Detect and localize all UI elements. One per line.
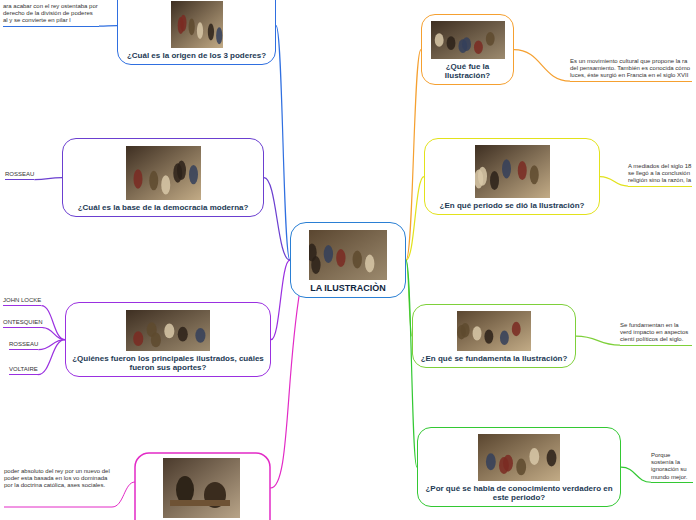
note-text: A mediados del siglo 18 se llegó a la co…	[628, 163, 692, 187]
branch-line	[514, 50, 570, 81]
branch-line	[271, 260, 290, 340]
branch-line	[576, 336, 620, 345]
question-box: ¿Cuál es la origen de los 3 poderes?	[117, 0, 276, 65]
painting	[171, 1, 223, 48]
note-text: Es un movimiento cultural que propone la…	[570, 58, 692, 80]
note-text: A mediados del siglo 18 se llegó a la co…	[628, 163, 692, 185]
painting-figure	[176, 476, 194, 504]
note-text: ONTESQUIEN	[3, 319, 43, 328]
painting	[126, 146, 201, 200]
note-text: Porque sostenía la ignoración su mundo m…	[651, 452, 693, 483]
painting	[309, 230, 387, 280]
note-text: ROSSEAU	[9, 341, 38, 348]
topic-text: ¿En qué se fundamenta la Ilustración?	[418, 354, 570, 363]
question-box: ¿Por qué se habla de conocimiento verdad…	[417, 427, 621, 507]
branch-line	[38, 340, 65, 375]
note-text: Se fundamentan en la verd impacto en asp…	[620, 322, 692, 344]
central-topic: LA ILUSTRACIÒN	[290, 222, 406, 298]
painting-table	[170, 500, 230, 506]
note-text: ROSSEAU	[5, 171, 34, 178]
topic-text: ¿Por qué se habla de conocimiento verdad…	[423, 484, 615, 502]
note-text: VOLTAIRE	[9, 366, 38, 373]
painting	[457, 311, 531, 351]
painting	[126, 310, 210, 351]
question-box: ¿Qué fue la Ilustración?	[421, 14, 514, 85]
topic-text: ¿Cuál es la origen de los 3 poderes?	[123, 51, 270, 60]
painting	[163, 458, 240, 518]
note-text: ara acabar con el rey ostentaba por dere…	[3, 3, 99, 25]
branch-line	[621, 467, 651, 482]
note-text: Porque sostenía la ignoración su mundo m…	[651, 452, 693, 481]
topic-text: LA ILUSTRACIÒN	[296, 283, 400, 293]
question-box: ¿En qué periodo se dió la Ilustración?	[424, 138, 600, 215]
painting	[475, 145, 550, 198]
note-text: JOHN LOCKE	[3, 297, 41, 306]
question-box: ¿Quiénes fueron los principales ilustrad…	[65, 302, 271, 377]
note-text: Es un movimiento cultural que propone la…	[570, 58, 692, 82]
note-text: ROSSEAU	[5, 171, 34, 180]
question-box	[135, 453, 270, 520]
branch-line	[41, 306, 65, 340]
topic-text: ¿En qué periodo se dió la Ilustración?	[430, 201, 594, 210]
note-text: Se fundamentan en la verd impacto en asp…	[620, 322, 692, 346]
topic-text: ¿Quiénes fueron los principales ilustrad…	[71, 354, 265, 372]
branch-line	[406, 177, 424, 261]
note-text: ONTESQUIEN	[3, 319, 43, 326]
painting	[431, 21, 505, 59]
branch-line	[43, 328, 65, 340]
question-box: ¿En qué se fundamenta la Ilustración?	[412, 304, 576, 368]
question-box: ¿Cuál es la base de la democracia modern…	[62, 138, 264, 217]
painting	[478, 434, 560, 481]
topic-text: ¿Qué fue la Ilustración?	[427, 62, 508, 80]
note-text: ara acabar con el rey ostentaba por dere…	[3, 3, 99, 27]
note-text: JOHN LOCKE	[3, 297, 41, 304]
note-text: VOLTAIRE	[9, 366, 38, 375]
topic-text: ¿Cuál es la base de la democracia modern…	[68, 203, 258, 212]
branch-line	[34, 178, 62, 180]
branch-line	[264, 178, 290, 261]
branch-line	[600, 177, 628, 186]
branch-line	[270, 290, 300, 488]
note-text: ROSSEAU	[9, 341, 38, 350]
branch-line	[99, 25, 117, 27]
note-text: poder absoluto del rey por un nuevo del …	[4, 468, 112, 490]
